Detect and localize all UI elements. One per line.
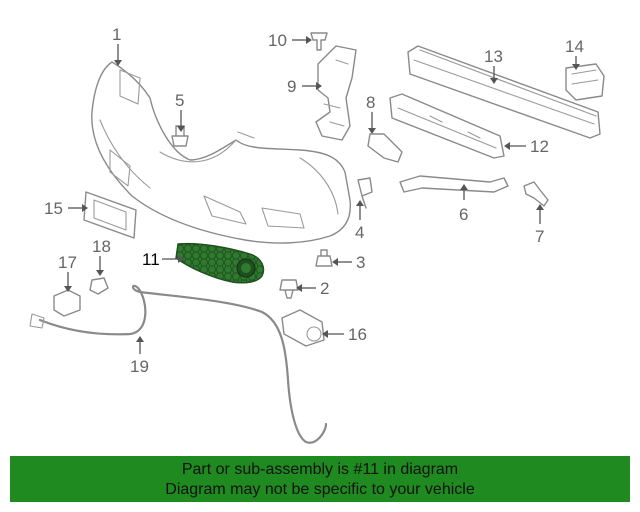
info-banner: Part or sub-assembly is #11 in diagram D…: [10, 456, 630, 502]
bumper-bracket[interactable]: [315, 45, 357, 141]
parts-diagram: 1 5 10 9 8 13 14 12 6 7 4 15 11 3 2 16 1…: [29, 25, 605, 444]
callout-7: 7: [535, 227, 544, 246]
callout-16: 16: [348, 325, 367, 344]
callout-9: 9: [287, 77, 296, 96]
callout-13: 13: [484, 47, 503, 66]
callout-19: 19: [130, 357, 149, 376]
license-bracket[interactable]: [83, 191, 137, 239]
callout-1: 1: [112, 25, 121, 44]
callout-18: 18: [92, 237, 111, 256]
callout-11: 11: [142, 250, 160, 269]
bolt-4[interactable]: [357, 177, 373, 209]
callout-8: 8: [366, 93, 375, 112]
bumper-cover[interactable]: [91, 61, 352, 244]
fog-light-grille[interactable]: [175, 242, 265, 284]
callout-labels: 1 5 10 9 8 13 14 12 6 7 4 15 11 3 2 16 1…: [44, 25, 584, 376]
callout-10: 10: [268, 31, 287, 50]
callout-4: 4: [355, 223, 364, 242]
leader-lines: [64, 36, 580, 354]
lower-stay[interactable]: [399, 175, 509, 193]
banner-line-1: Part or sub-assembly is #11 in diagram: [181, 461, 459, 478]
callout-17: 17: [58, 253, 77, 272]
side-bracket-8[interactable]: [367, 133, 403, 163]
bumper-beam[interactable]: [407, 45, 601, 139]
absorber-block[interactable]: [565, 63, 605, 101]
bumper-absorber[interactable]: [389, 93, 505, 159]
callout-15: 15: [44, 199, 63, 218]
callout-2: 2: [320, 279, 329, 298]
callout-3: 3: [356, 253, 365, 272]
callout-14: 14: [565, 37, 584, 56]
clip-10[interactable]: [310, 32, 328, 51]
clip-2[interactable]: [279, 279, 299, 299]
sensor-17[interactable]: [53, 289, 81, 317]
callout-12: 12: [530, 137, 549, 156]
callout-5: 5: [175, 91, 184, 110]
wire-harness[interactable]: [29, 284, 328, 444]
banner-line-2: Diagram may not be specific to your vehi…: [165, 481, 475, 498]
clip-3[interactable]: [315, 249, 333, 267]
sensor-cap-18[interactable]: [89, 277, 109, 295]
fog-light[interactable]: [281, 309, 325, 347]
callout-6: 6: [459, 205, 468, 224]
bolt-7[interactable]: [523, 181, 549, 207]
